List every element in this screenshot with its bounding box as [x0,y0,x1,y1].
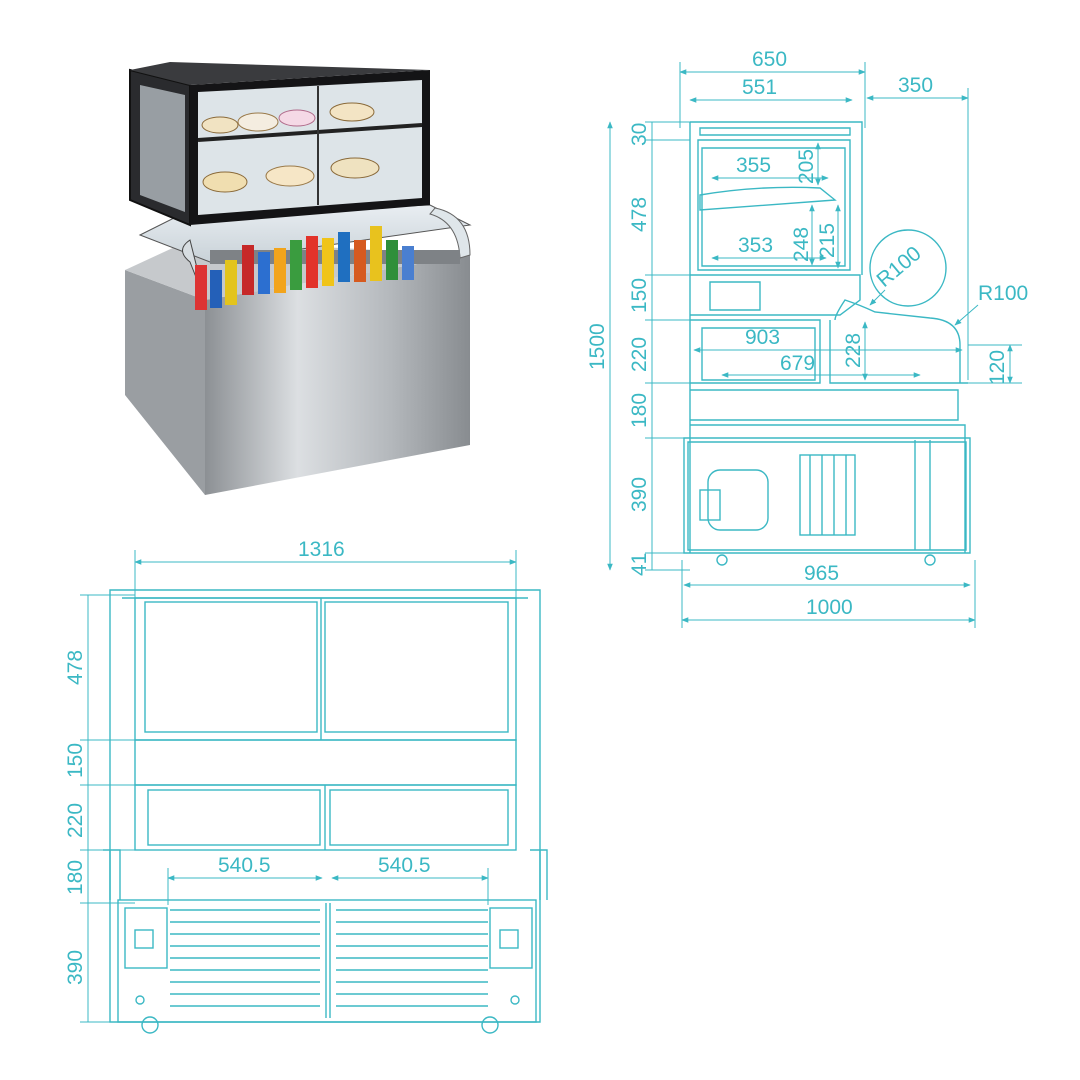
steel-cabinet-front [205,255,470,495]
dim-180-side: 180 [628,393,651,428]
product-photo [125,62,472,495]
dim-41: 41 [628,553,651,576]
dim-180-front: 180 [64,860,87,895]
dim-205: 205 [795,149,818,184]
dim-650: 650 [752,48,787,71]
dim-903: 903 [745,326,780,349]
dim-220-front: 220 [64,803,87,838]
dim-478-side: 478 [628,197,651,232]
dim-353: 353 [738,234,773,257]
drinks [195,226,414,310]
dim-478-front: 478 [64,650,87,685]
dim-1316: 1316 [298,538,345,561]
front-view-drawing: 1316 478 150 220 180 390 [64,538,548,1034]
dim-r100-callout: R100 [978,282,1028,305]
dim-220-side: 220 [628,337,651,372]
dim-1000: 1000 [806,596,853,619]
dim-350: 350 [898,74,933,97]
dim-150-front: 150 [64,743,87,778]
dim-30: 30 [628,123,651,146]
dim-r100-circle: R100 [872,242,925,292]
dim-248: 248 [790,227,813,262]
left-height-ticks [645,121,690,571]
dim-228: 228 [842,333,865,368]
dim-150-side: 150 [628,278,651,313]
steel-cabinet [125,270,205,495]
dim-965: 965 [804,562,839,585]
dim-120: 120 [986,350,1009,385]
dim-390-front: 390 [64,950,87,985]
cakes [201,102,380,193]
front-cabinet-outline [103,589,548,1034]
dim-540-5-left: 540.5 [218,854,271,877]
front-height-ticks [80,594,135,1023]
dim-390-side: 390 [628,477,651,512]
side-view-drawing: 650 551 350 1500 30 478 150 220 180 390 … [586,48,1028,628]
dim-355: 355 [736,154,771,177]
dim-215: 215 [816,223,839,258]
radius-circle [869,229,947,307]
dim-1500: 1500 [586,323,609,370]
side-cabinet-outline [683,121,971,566]
dim-551: 551 [742,76,777,99]
dim-540-5-right: 540.5 [378,854,431,877]
front-grille [170,903,488,1018]
dim-679: 679 [780,352,815,375]
